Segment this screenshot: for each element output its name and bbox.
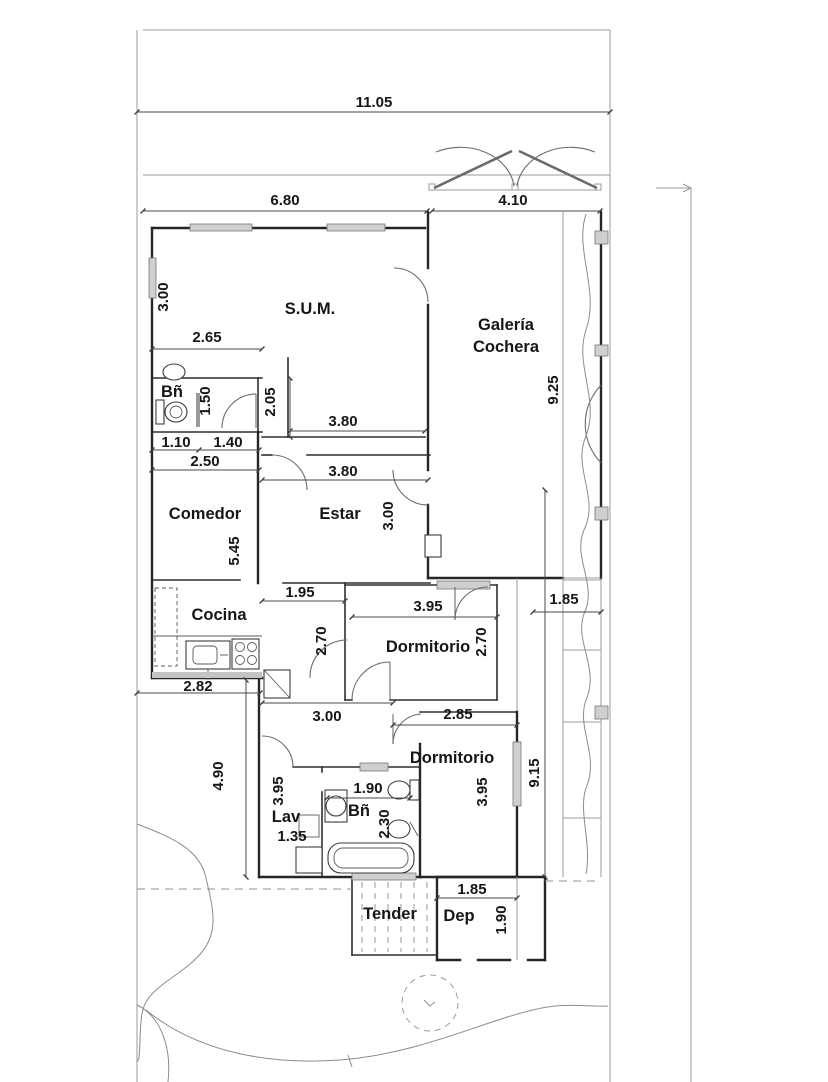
window-cochera-1	[594, 230, 609, 245]
windows	[148, 223, 609, 881]
toilet-tank-icon	[155, 399, 165, 425]
bidet-icon	[387, 819, 411, 839]
door-dorm1	[351, 661, 391, 701]
dim-banio1-width-a: 1.10	[161, 434, 190, 451]
sink-icon	[162, 363, 186, 381]
door-dorm1-top	[454, 586, 489, 621]
room-label-estar: Estar	[319, 505, 361, 523]
dim-cocina-below: 2.82	[183, 678, 212, 695]
site-boundary	[136, 29, 693, 1082]
shower-screen	[196, 393, 200, 427]
toilet2-tank	[409, 779, 420, 801]
dim-lavadero-width: 1.35	[277, 828, 306, 845]
room-label-galeria-2: Cochera	[473, 338, 540, 356]
dim-garden-depth: 4.90	[210, 761, 227, 790]
washer-icon	[295, 846, 323, 874]
dim-lot-width: 11.05	[356, 94, 393, 111]
dim-deposito-depth: 1.90	[493, 905, 510, 934]
dim-hall-depth: 2.70	[313, 626, 330, 655]
driveway-gate	[428, 146, 602, 191]
laundry-tub	[298, 814, 320, 838]
dim-galeria-depth: 9.25	[545, 375, 562, 404]
dim-front-right: 4.10	[498, 192, 527, 209]
window-sum-top-2	[326, 223, 386, 232]
dim-banio1-width-b: 1.40	[213, 434, 242, 451]
dim-banio1-depth: 1.50	[197, 386, 214, 415]
room-label-banio1: Bñ	[161, 383, 183, 401]
room-label-dormitorio1: Dormitorio	[386, 638, 470, 656]
dim-dormitorio1-width: 3.95	[413, 598, 442, 615]
sill-tender	[351, 872, 417, 881]
window-east-1	[594, 705, 609, 720]
dim-sum-left-height: 3.00	[155, 282, 172, 311]
room-label-comedor: Comedor	[169, 505, 242, 523]
window-dorm2	[512, 741, 522, 807]
dim-estar-width: 3.80	[328, 463, 357, 480]
dim-comedor-cocina-depth: 5.45	[226, 536, 243, 565]
room-label-dormitorio2: Dormitorio	[410, 749, 494, 767]
room-label-lavadero: Lav	[272, 808, 301, 826]
door-banio1	[221, 393, 257, 429]
room-label-deposito: Dep	[443, 907, 474, 925]
dim-estar-depth: 3.00	[380, 501, 397, 530]
dim-front-left: 6.80	[270, 192, 299, 209]
door-estar-cochera	[392, 469, 429, 506]
dim-sum-bottom-width: 3.80	[328, 413, 357, 430]
dim-passage-width: 3.00	[312, 708, 341, 725]
labels: 11.05 6.80 4.10 S.U.M. Galería Cochera 9…	[155, 94, 579, 935]
dim-lavadero-depth: 3.95	[270, 776, 287, 805]
dim-deposito-width: 1.85	[457, 881, 486, 898]
sink2-icon	[325, 795, 347, 817]
window-banio2	[359, 762, 389, 772]
gate-cochera-rear	[584, 384, 602, 464]
tree-icon	[401, 974, 459, 1032]
dim-sum-hall-depth: 2.05	[262, 387, 279, 416]
dim-comedor-width: 2.50	[190, 453, 219, 470]
dim-hall-width: 1.95	[285, 584, 314, 601]
dim-dormitorio2-depth: 3.95	[474, 777, 491, 806]
dim-banio2-width: 1.90	[353, 780, 382, 797]
window-cochera-2	[594, 344, 609, 357]
dimension-lines	[134, 109, 613, 901]
toilet-icon	[164, 401, 188, 423]
dim-dormitorio1-depth: 2.70	[473, 627, 490, 656]
toilet2-icon	[387, 780, 411, 800]
window-cochera-3	[594, 506, 609, 521]
door-hall-lower	[309, 639, 348, 679]
window-sum-left	[148, 257, 157, 299]
window-dorm1	[436, 580, 491, 590]
dim-banio2-depth: 2.30	[376, 809, 393, 838]
door-dorm2	[392, 713, 422, 745]
room-label-banio2: Bñ	[348, 802, 370, 820]
room-label-cocina: Cocina	[191, 606, 247, 624]
door-lavadero	[261, 735, 294, 768]
window-sum-top-1	[189, 223, 253, 232]
bathtub-icon	[327, 842, 415, 874]
room-label-galeria-1: Galería	[478, 316, 535, 334]
door-sum-cochera	[393, 267, 429, 303]
room-label-sum: S.U.M.	[285, 300, 335, 318]
garden	[136, 212, 609, 1082]
door-hall-estar	[271, 454, 308, 491]
dim-dormitorio2-width: 2.85	[443, 706, 472, 723]
dim-side-patio-width: 1.85	[549, 591, 578, 608]
kitchen-cabinet	[154, 587, 178, 667]
room-label-tender: Tender	[363, 905, 417, 923]
dim-east-wing-depth: 9.15	[526, 758, 543, 787]
dim-sum-inner-width: 2.65	[192, 329, 221, 346]
